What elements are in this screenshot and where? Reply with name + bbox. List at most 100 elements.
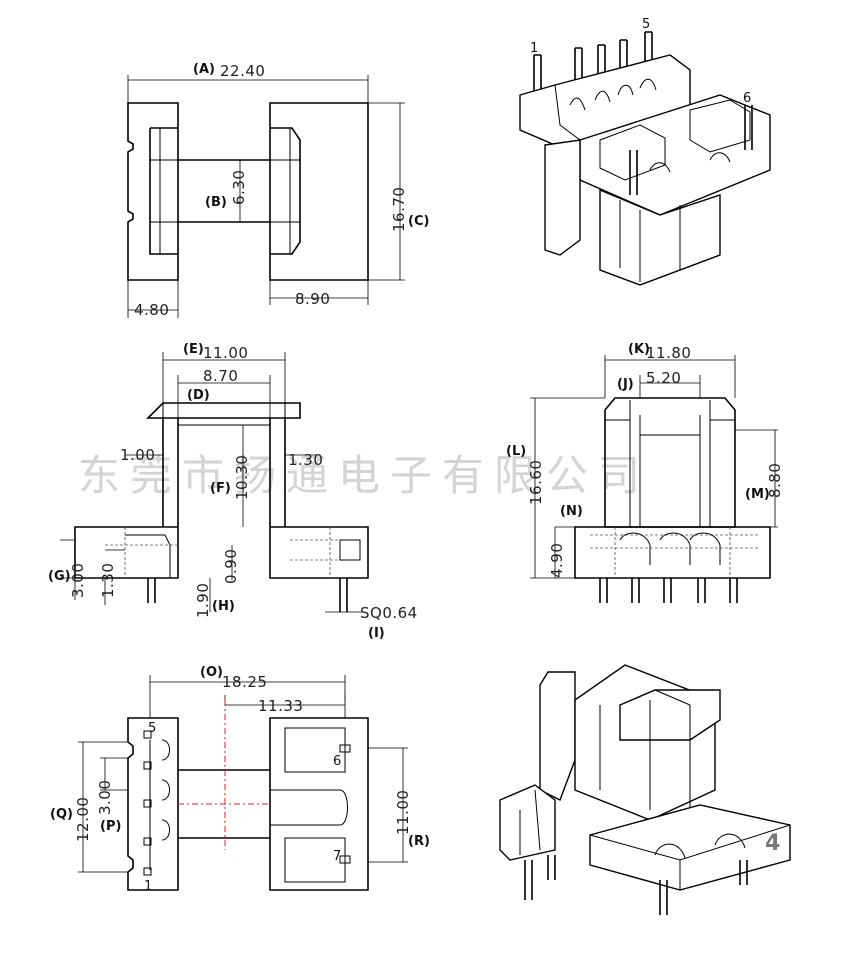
dim-n-label: (N) bbox=[560, 504, 583, 519]
dim-e-value: 11.00 bbox=[203, 344, 248, 362]
dim-wall-left: 1.00 bbox=[120, 446, 155, 464]
front-top-flange bbox=[146, 402, 301, 419]
top-view: (A) 22.40 6.30 (B) 16.70 (C) 4.80 8.90 bbox=[127, 62, 429, 319]
dim-a-line bbox=[127, 75, 369, 103]
top-right-slot bbox=[270, 127, 301, 255]
top-left-slot bbox=[149, 127, 178, 255]
front-pins bbox=[147, 578, 348, 612]
dim-d-value: 8.70 bbox=[203, 367, 238, 385]
bottom-pin-label-6: 6 bbox=[333, 754, 341, 769]
dim-c-value: 16.70 bbox=[390, 187, 408, 232]
dim-left-width-line bbox=[127, 280, 179, 318]
bottom-right-pads bbox=[339, 744, 351, 864]
dim-f-value: 10.30 bbox=[233, 455, 251, 500]
iso2-terminal-block bbox=[499, 784, 556, 861]
dim-q-line bbox=[78, 741, 128, 873]
dim-j-value: 5.20 bbox=[646, 369, 681, 387]
bottom-view: (O) 18.25 11.33 12.00 (Q) 3.00 (P) 11.00… bbox=[50, 665, 430, 894]
dim-c-label: (C) bbox=[408, 214, 429, 229]
iso2-left-pins bbox=[524, 855, 556, 900]
bottom-right-block bbox=[269, 717, 369, 891]
iso2-base-plate bbox=[589, 804, 791, 891]
dim-p-label: (P) bbox=[100, 819, 121, 834]
front-top-flange-detail bbox=[162, 403, 286, 418]
dim-q-value: 12.00 bbox=[74, 797, 92, 842]
dim-b-value: 6.30 bbox=[230, 170, 248, 205]
dim-p-line bbox=[100, 757, 128, 791]
top-right-slot-detail bbox=[270, 128, 300, 254]
dim-h-value: 1.90 bbox=[194, 583, 212, 618]
iso2-core-body bbox=[574, 664, 716, 821]
iso2-base-detail bbox=[589, 824, 791, 890]
dim-j-line bbox=[639, 375, 701, 398]
dim-o-value: 18.25 bbox=[222, 673, 267, 691]
iso1-pin-label-6: 6 bbox=[743, 91, 751, 106]
iso1-pin-label-1: 1 bbox=[530, 41, 538, 56]
dim-m-label: (M) bbox=[745, 487, 770, 502]
dim-right-width-line bbox=[269, 280, 369, 305]
dim-n-line bbox=[554, 526, 575, 578]
dim-right-width-value: 8.90 bbox=[295, 290, 330, 308]
dim-m-value: 8.80 bbox=[766, 463, 784, 498]
iso1-left-leg bbox=[544, 139, 581, 256]
dim-r-label: (R) bbox=[408, 834, 430, 849]
dim-f-label: (F) bbox=[210, 481, 231, 496]
top-left-slot-detail bbox=[150, 128, 178, 254]
bottom-right-windows bbox=[270, 727, 348, 883]
dim-floor-value: 0.90 bbox=[222, 549, 240, 584]
dim-r-line bbox=[368, 747, 408, 863]
side-pins bbox=[599, 578, 738, 603]
dim-h-label: (H) bbox=[212, 599, 235, 614]
dim-inner-value: 11.33 bbox=[258, 697, 303, 715]
dim-i-label: (I) bbox=[368, 626, 385, 641]
dim-j-label: (J) bbox=[617, 377, 634, 392]
side-upper-detail bbox=[605, 400, 735, 527]
dim-c-line bbox=[368, 102, 405, 281]
front-base-hidden bbox=[105, 527, 350, 578]
bottom-core bbox=[178, 769, 270, 839]
side-base bbox=[574, 526, 771, 579]
iso2-terminal-detail bbox=[519, 789, 541, 855]
front-view: (E) 11.00 8.70 (D) 10.30 (F) 1.00 1.30 3… bbox=[48, 342, 417, 641]
bottom-pin-label-7: 7 bbox=[333, 849, 341, 864]
dim-g-line bbox=[60, 527, 76, 600]
dim-l-line bbox=[530, 397, 605, 579]
dim-k-line bbox=[604, 355, 736, 398]
front-base-detail bbox=[125, 534, 361, 578]
side-base-hidden bbox=[590, 527, 760, 578]
dim-left-width-value: 4.80 bbox=[134, 301, 169, 319]
dim-d-line bbox=[177, 375, 271, 418]
iso1-hole-arcs bbox=[649, 152, 731, 173]
iso2-left-flange bbox=[539, 671, 576, 801]
bottom-left-detail bbox=[149, 739, 170, 870]
dim-b-label: (B) bbox=[205, 195, 227, 210]
front-walls bbox=[162, 418, 286, 527]
iso2-core-edges bbox=[599, 689, 691, 810]
side-base-arcs bbox=[619, 532, 721, 565]
dim-step-line bbox=[104, 549, 125, 605]
dim-a-label: (A) bbox=[193, 62, 215, 77]
dim-r-value: 11.00 bbox=[394, 790, 412, 835]
dim-n-value: 4.90 bbox=[548, 543, 566, 578]
iso-view-1: 1 5 6 bbox=[519, 17, 771, 286]
dim-a-value: 22.40 bbox=[220, 62, 265, 80]
iso-view-2: 4 bbox=[499, 664, 791, 915]
iso2-bottom-pins bbox=[659, 860, 748, 915]
dim-g-value: 3.00 bbox=[69, 563, 87, 598]
dim-l-label: (L) bbox=[506, 444, 526, 459]
dim-o-label: (O) bbox=[200, 665, 223, 680]
iso1-pin-label-5: 5 bbox=[642, 17, 650, 32]
dim-l-value: 16.60 bbox=[527, 460, 545, 505]
bottom-pin-label-5: 5 bbox=[148, 721, 156, 736]
dim-g-label: (G) bbox=[48, 569, 71, 584]
dim-e-label: (E) bbox=[183, 342, 204, 357]
iso1-terminal-detail bbox=[554, 78, 657, 141]
bottom-pin-label-1: 1 bbox=[144, 879, 152, 894]
dim-wall-right: 1.30 bbox=[288, 451, 323, 469]
iso1-body-edges bbox=[599, 200, 721, 286]
bottom-center-lines bbox=[178, 700, 270, 850]
dim-inner-line bbox=[224, 695, 346, 706]
iso1-pin-7 bbox=[629, 150, 638, 195]
iso2-badge: 4 bbox=[765, 831, 780, 856]
